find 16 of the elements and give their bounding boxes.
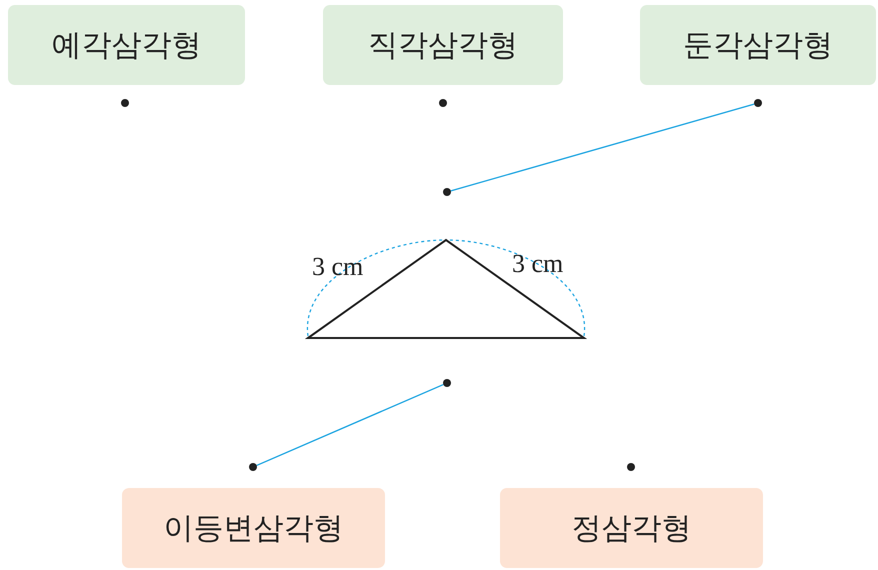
- connection-dot: [443, 188, 451, 196]
- connection-dot: [249, 463, 257, 471]
- category-label: 직각삼각형: [323, 5, 563, 85]
- connection-dot: [627, 463, 635, 471]
- connection-dot: [754, 99, 762, 107]
- category-label: 예각삼각형: [8, 5, 245, 85]
- connection-dot: [439, 99, 447, 107]
- category-label: 둔각삼각형: [640, 5, 876, 85]
- dimension-label: 3 cm: [312, 252, 364, 282]
- dimension-label: 3 cm: [512, 249, 564, 279]
- connection-dot: [121, 99, 129, 107]
- connection-dot: [443, 379, 451, 387]
- connector-line: [450, 103, 754, 192]
- connector-line: [256, 384, 444, 466]
- category-label: 정삼각형: [500, 488, 763, 568]
- category-label: 이등변삼각형: [122, 488, 385, 568]
